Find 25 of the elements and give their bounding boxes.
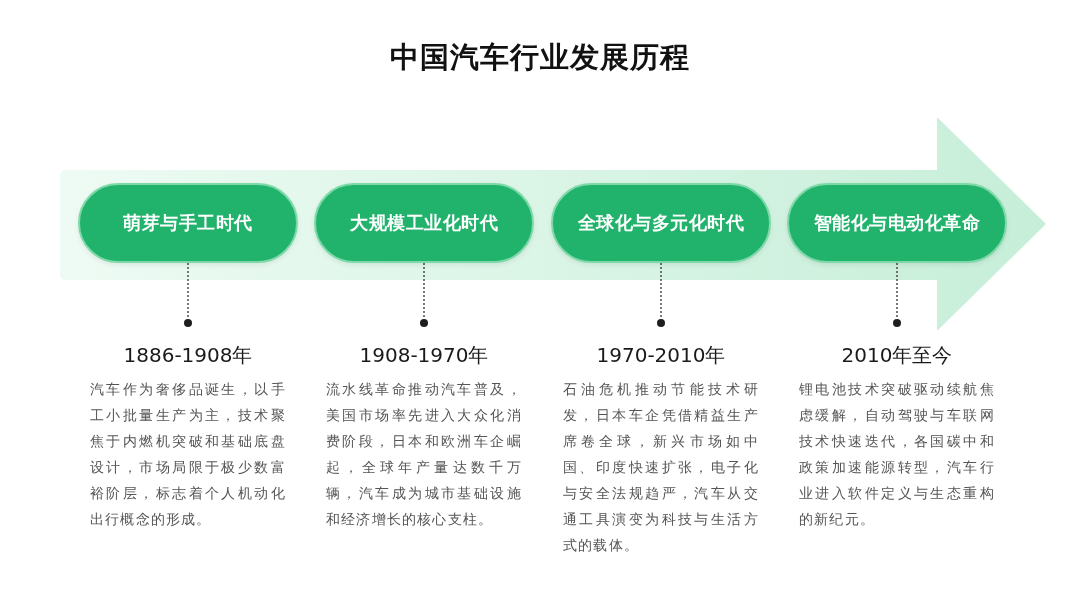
dot-icon: [184, 319, 192, 327]
title: 中国汽车行业发展历程: [389, 39, 691, 76]
stage-title: 萌芽与手工时代: [123, 211, 253, 235]
stage-description: 流水线革命推动汽车普及，美国市场率先进入大众化消费阶段，日本和欧洲车企崛起，全球年产量达数千万辆，汽车成为城市基础设施和经济增长的核心支柱。: [326, 380, 522, 529]
dotted-connector: [896, 262, 898, 320]
stage-description: 石油危机推动节能技术研发，日本车企凭借精益生产席卷全球，新兴市场如中国、印度快速扩张，电子化与安全法规趋严，汽车从交通工具演变为科技与生活方式的载体。: [563, 380, 759, 555]
year-label: 1886-1908年: [123, 342, 253, 369]
stage-description: 汽车作为奢侈品诞生，以手工小批量生产为主，技术聚焦于内燃机突破和基础底盘设计，市场局限于极少数富裕阶层，标志着个人机动化出行概念的形成。: [90, 380, 286, 529]
year-label: 2010年至今: [841, 342, 953, 369]
year-label: 1908-1970年: [359, 342, 489, 369]
stage-pill: [314, 183, 534, 263]
stage-pill: [551, 183, 771, 263]
dot-icon: [420, 319, 428, 327]
stage-title: 全球化与多元化时代: [577, 211, 745, 235]
dot-icon: [893, 319, 901, 327]
dotted-connector: [187, 262, 189, 320]
dotted-connector: [660, 262, 662, 320]
dotted-connector: [423, 262, 425, 320]
year-label: 1970-2010年: [596, 342, 726, 369]
stage-title: 智能化与电动化革命: [813, 211, 981, 235]
stage-pill: [787, 183, 1007, 263]
stage-title: 大规模工业化时代: [350, 211, 498, 235]
stage-pill: [78, 183, 298, 263]
stage-description: 锂电池技术突破驱动续航焦虑缓解，自动驾驶与车联网技术快速迭代，各国碳中和政策加速能源转型，汽车行业进入软件定义与生态重构的新纪元。: [799, 380, 995, 529]
dot-icon: [657, 319, 665, 327]
